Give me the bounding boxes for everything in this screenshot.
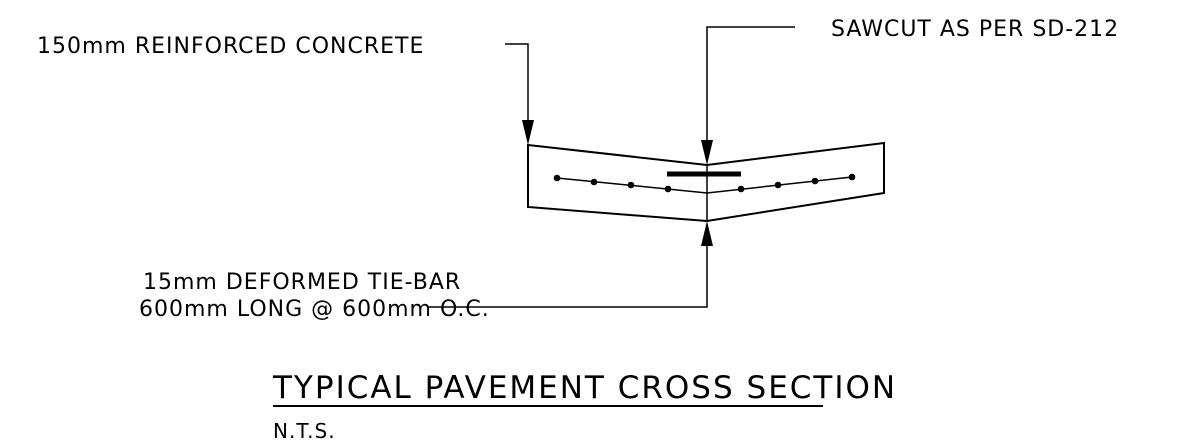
tiebar-leader <box>428 244 708 308</box>
scale-note: N.T.S. <box>273 419 336 443</box>
rebar-dot <box>553 174 561 182</box>
sawcut-leader <box>706 26 795 142</box>
rebar-dot <box>590 178 598 186</box>
tiebar-label-line1: 15mm DEFORMED TIE-BAR <box>143 270 461 295</box>
tiebar-leader-arrow <box>701 221 713 246</box>
sawcut-label: SAWCUT AS PER SD-212 <box>831 17 1119 42</box>
rebar-dot <box>664 185 672 193</box>
rebar-dot <box>811 177 819 185</box>
drawing-title: TYPICAL PAVEMENT CROSS SECTION <box>272 370 897 406</box>
rebar-dot <box>737 185 745 193</box>
concrete-leader <box>505 43 529 122</box>
concrete-label: 150mm REINFORCED CONCRETE <box>37 34 424 59</box>
rebar-dot <box>774 181 782 189</box>
tiebar-label-line2: 600mm LONG @ 600mm O.C. <box>139 297 490 322</box>
reinforcement-bar <box>556 176 853 194</box>
sawcut-leader-arrow <box>701 140 713 165</box>
rebar-dot <box>848 173 856 181</box>
rebar-dots <box>553 173 856 193</box>
concrete-leader-arrow <box>522 120 534 145</box>
rebar-dot <box>627 181 635 189</box>
